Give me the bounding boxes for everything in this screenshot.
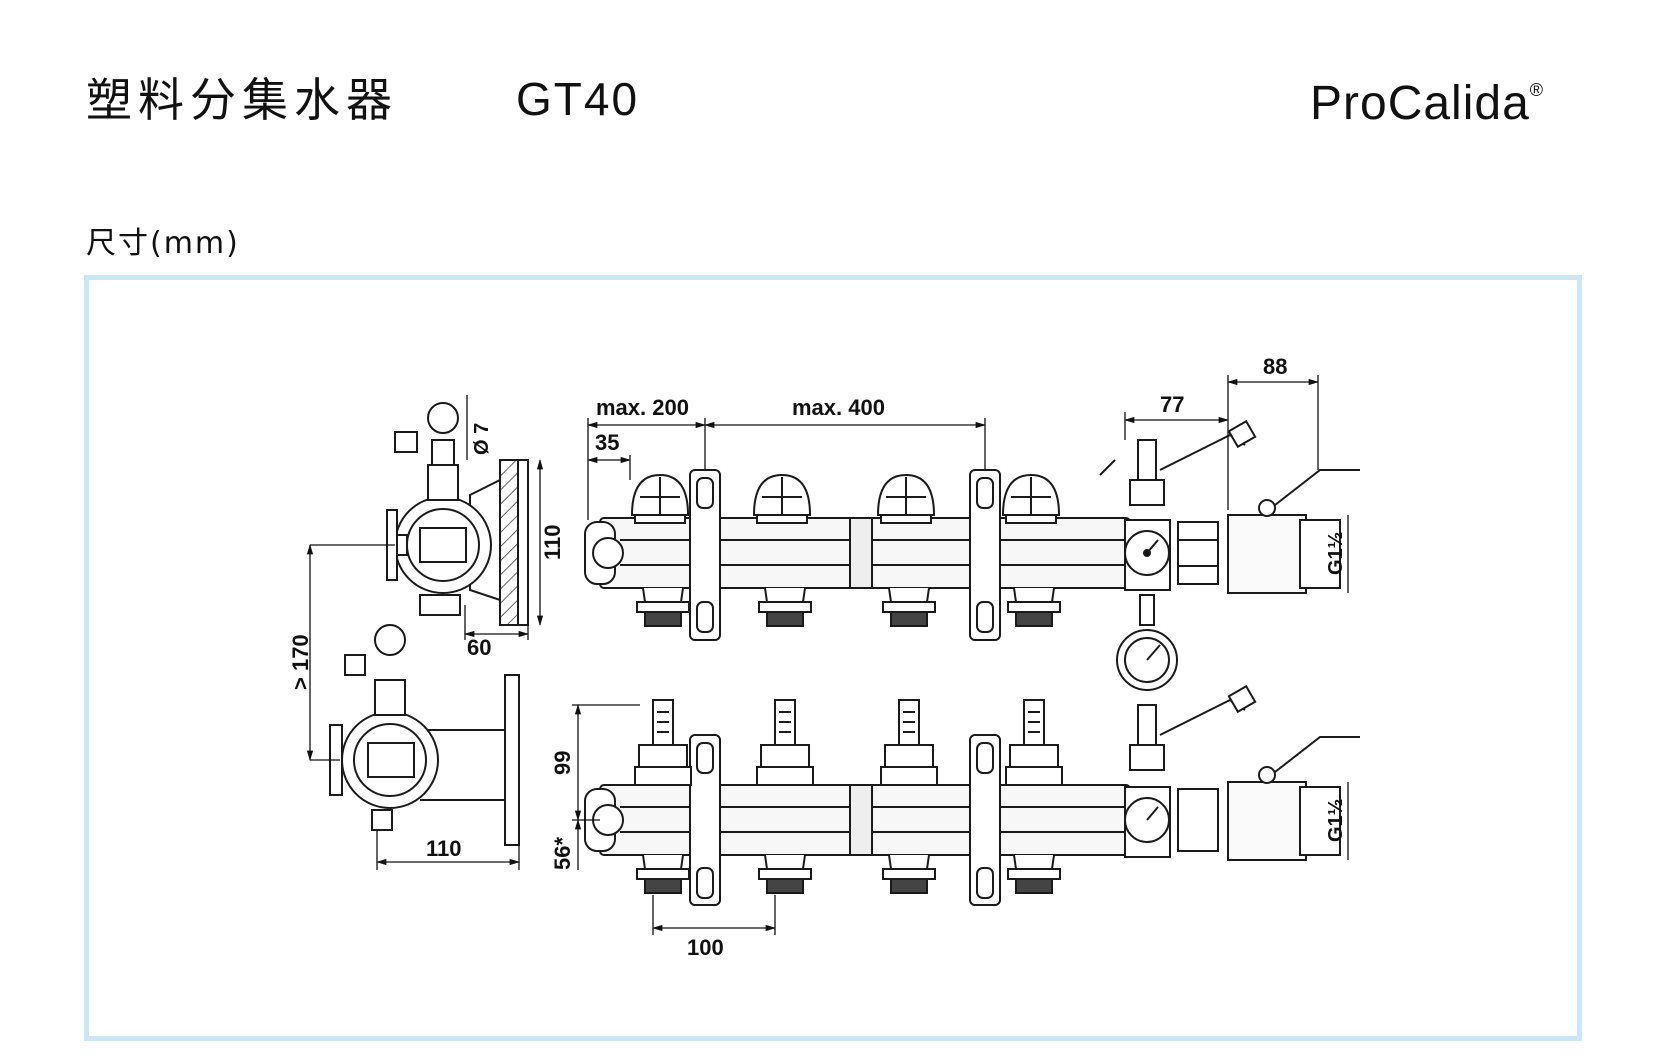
bottom-manifold (584, 734, 1131, 906)
bottom-outlets (636, 854, 1061, 894)
top-outlets (636, 587, 1061, 627)
model-number: GT40 (516, 73, 640, 125)
top-valve-caps (630, 473, 1061, 524)
dim-110-bottom: 110 (426, 836, 462, 861)
section-heading: 尺寸(mm) (86, 226, 240, 261)
dim-100: 100 (687, 935, 724, 960)
dim-max-400: max. 400 (792, 395, 885, 420)
thread-label-bottom: G1½ (1325, 799, 1347, 842)
dim-56: 56* (550, 837, 575, 870)
top-manifold (584, 469, 1131, 641)
drawing-frame (84, 275, 1582, 1041)
dim-77: 77 (1160, 392, 1184, 417)
dim-110-side: 110 (540, 525, 565, 561)
dimension-lines (306, 375, 1349, 935)
dim-88: 88 (1263, 354, 1287, 379)
side-view-top (386, 402, 529, 626)
brand-name: ProCalida (1310, 77, 1530, 130)
dim-35: 35 (595, 430, 619, 455)
brand-logo: ProCalida® (1310, 76, 1544, 131)
dim-gt-170: > 170 (288, 634, 313, 690)
flow-meters (634, 699, 1063, 786)
thread-label-top: G1½ (1325, 532, 1347, 575)
dim-max-200: max. 200 (596, 395, 689, 420)
dim-phi-7: Ø 7 (471, 423, 493, 455)
registered-mark: ® (1529, 80, 1545, 100)
bottom-ball-valve (1124, 684, 1360, 861)
page-title: 塑料分集水器 (86, 73, 398, 127)
dim-60: 60 (467, 635, 491, 660)
top-ball-valve (1099, 419, 1360, 691)
dim-99: 99 (550, 751, 575, 775)
